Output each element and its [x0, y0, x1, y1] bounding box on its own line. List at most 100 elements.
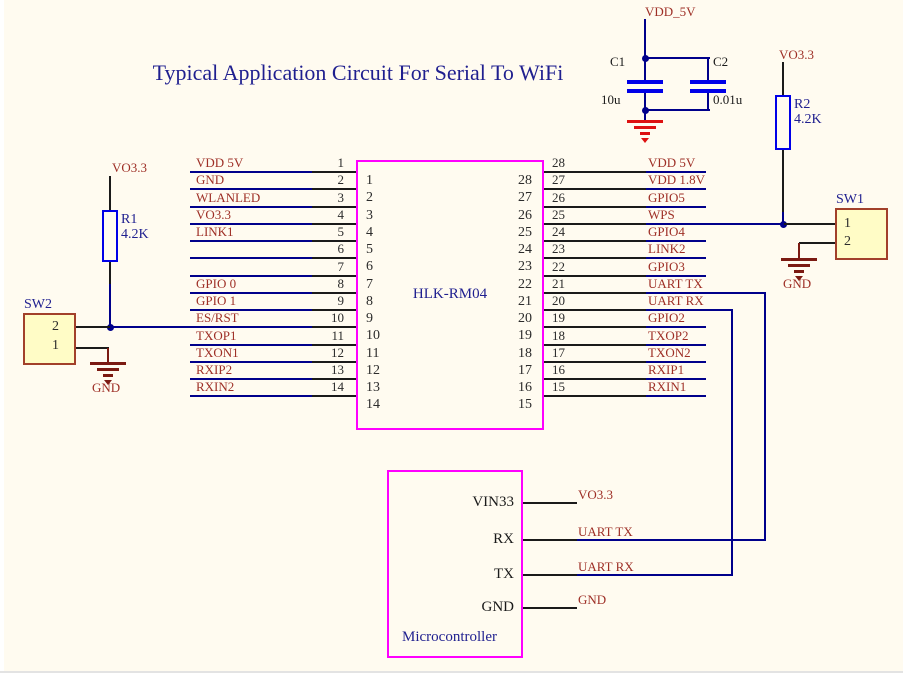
pin-number-outside: 19	[552, 310, 565, 325]
pin-number-inside: 20	[518, 311, 532, 326]
wire	[190, 171, 312, 173]
pin-net-label: LINK2	[648, 241, 686, 256]
wire	[646, 171, 706, 173]
wire	[644, 57, 710, 59]
wire	[190, 361, 312, 363]
pin-number-outside: 28	[552, 155, 565, 170]
wire	[544, 275, 646, 277]
wire	[312, 395, 356, 397]
pin-number-inside: 7	[366, 277, 373, 292]
wire	[190, 206, 312, 208]
pin-number-inside: 2	[366, 190, 373, 205]
wire	[312, 309, 356, 311]
capacitor-c1-value: 10u	[601, 92, 621, 107]
capacitor-c1-plate	[627, 89, 663, 93]
wire	[646, 309, 733, 311]
pin-number-outside: 22	[552, 259, 565, 274]
sw1-ground-icon	[781, 258, 817, 281]
wire	[782, 62, 784, 95]
pin-net-label: TXON2	[648, 345, 691, 360]
pin-number-outside: 10	[331, 310, 344, 325]
wire	[523, 502, 577, 504]
wire	[544, 223, 646, 225]
wire	[190, 344, 312, 346]
switch-sw1-ref: SW1	[836, 192, 864, 207]
pin-number-inside: 27	[518, 190, 532, 205]
wire	[544, 344, 646, 346]
wire	[707, 58, 709, 80]
pin-number-inside: 19	[518, 328, 532, 343]
pin-number-outside: 3	[337, 190, 345, 205]
pin-number-inside: 24	[518, 242, 532, 257]
wire	[544, 257, 646, 259]
pin-number-inside: 9	[366, 311, 373, 326]
pin-number-outside: 11	[331, 328, 344, 343]
wire	[782, 150, 784, 212]
pin-net-label: GND	[196, 172, 225, 187]
wire	[190, 240, 312, 242]
pin-net-label: RXIN2	[196, 379, 235, 394]
pin-number-outside: 12	[331, 345, 344, 360]
schematic-title: Typical Application Circuit For Serial T…	[152, 60, 564, 85]
pin-number-outside: 26	[552, 190, 565, 205]
pin-net-label: VDD 1.8V	[648, 172, 706, 187]
wire	[646, 292, 766, 294]
pin-number-outside: 13	[331, 362, 344, 377]
wire	[646, 378, 706, 380]
pin-net-label: TXON1	[196, 345, 239, 360]
micro-name: Microcontroller	[402, 629, 497, 645]
pin-net-label: GPIO5	[648, 190, 685, 205]
chip-name: HLK-RM04	[412, 286, 488, 302]
capacitor-c2-plate	[690, 89, 726, 93]
wire	[190, 257, 312, 259]
resistor-r2-ref: R2	[794, 97, 811, 112]
wire-uart-tx	[764, 292, 766, 541]
wire	[190, 223, 312, 225]
wire	[646, 344, 706, 346]
wire	[644, 93, 646, 111]
pin-number-outside: 27	[552, 172, 565, 187]
wire	[707, 93, 709, 111]
pin-net-label: VDD 5V	[648, 155, 696, 170]
chip-body	[356, 160, 544, 430]
wire	[312, 240, 356, 242]
switch-sw2-ref: SW2	[24, 297, 52, 312]
micro-net-label: VO3.3	[578, 487, 614, 502]
sw2-pin-number: 2	[52, 319, 59, 334]
wire	[312, 223, 356, 225]
wire	[644, 58, 646, 80]
pin-number-inside: 21	[518, 294, 532, 309]
pin-number-outside: 4	[337, 207, 345, 222]
pin-number-inside: 26	[518, 208, 532, 223]
pin-net-label: GPIO 0	[196, 276, 237, 291]
pin-number-inside: 16	[518, 380, 532, 395]
sw2-pin-number: 1	[52, 338, 59, 353]
sw1-pin-number: 2	[844, 234, 851, 249]
pin-number-inside: 14	[366, 397, 380, 412]
wire	[646, 275, 706, 277]
pin-number-outside: 17	[552, 345, 565, 360]
pin-number-inside: 11	[366, 346, 380, 361]
wire	[312, 378, 356, 380]
wire	[110, 326, 312, 328]
wire	[312, 206, 356, 208]
power-ground-icon	[627, 120, 663, 143]
pin-net-label: GPIO4	[648, 224, 685, 239]
micro-net-label: UART TX	[578, 524, 633, 539]
pin-net-label: WLANLED	[196, 190, 261, 205]
pin-number-inside: 6	[366, 259, 373, 274]
capacitor-c1-plate	[627, 80, 663, 84]
pin-number-inside: 17	[518, 363, 532, 378]
wire	[544, 240, 646, 242]
micro-pin-name: VIN33	[472, 494, 514, 510]
pin-number-inside: 12	[366, 363, 380, 378]
pin-number-inside: 15	[518, 397, 532, 412]
wire	[109, 262, 111, 284]
wire	[312, 257, 356, 259]
wire	[312, 292, 356, 294]
net-label-vdd5v: VDD_5V	[645, 4, 696, 19]
pin-number-inside: 3	[366, 208, 373, 223]
pin-number-outside: 16	[552, 362, 565, 377]
wire	[544, 309, 646, 311]
pin-net-label: ES/RST	[196, 310, 239, 325]
